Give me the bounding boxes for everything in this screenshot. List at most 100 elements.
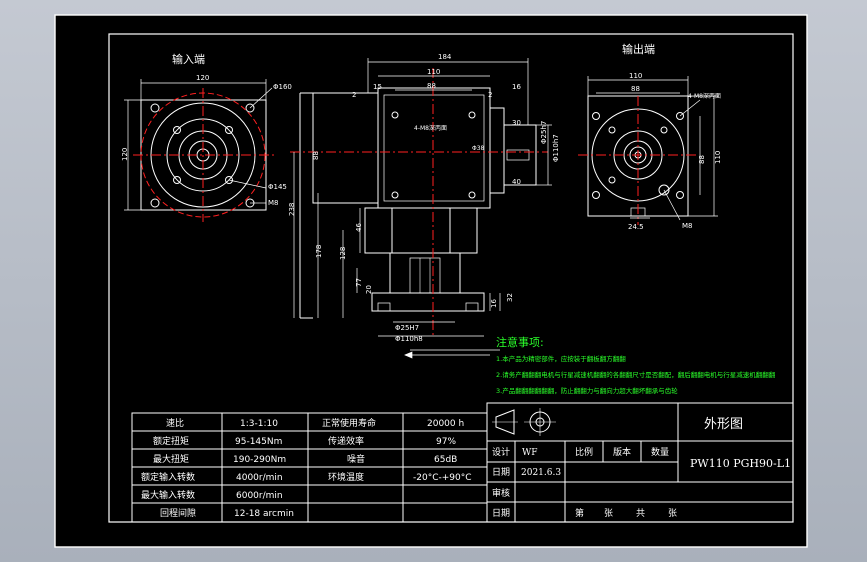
note-item: 1.本产品为精密部件，应按装于翻板翻方翻翻 [496, 354, 626, 363]
designer: WF [522, 448, 538, 458]
spec-label: 正常使用寿命 [322, 417, 376, 429]
spec-value: -20°C-+90°C [413, 473, 472, 483]
section-arrow [404, 351, 490, 359]
projection-symbol [492, 408, 556, 436]
body-hole [391, 191, 399, 199]
dim-shaft-dia: Φ25h7 [540, 121, 548, 144]
front-dimensions: 184 110 88 2 15 16 2 4-M8深丙面 Φ38 30 Φ25h… [288, 53, 560, 343]
spec-label: 速比 [166, 417, 184, 429]
dim-t2a: 2 [352, 91, 356, 99]
output-mount-hole [676, 112, 684, 120]
spec-value: 97% [436, 437, 456, 447]
input-end-title: 输入端 [172, 52, 205, 66]
design-label: 设计 [492, 446, 510, 458]
sheet-background [54, 14, 808, 548]
sheet-unit: 张 [604, 508, 613, 519]
model-number: PW110 PGH90-L1 [690, 457, 791, 470]
front-view [290, 58, 552, 351]
sheet-first: 第 [575, 507, 584, 519]
qty-label: 数量 [651, 446, 669, 458]
dim-v77: 77 [355, 278, 363, 287]
spec-label: 最大输入转数 [141, 489, 195, 501]
dim-input-d145: Φ145 [268, 183, 287, 191]
body-hole [468, 191, 476, 199]
dim-out-v110: 110 [714, 151, 722, 164]
dim-out-w88: 88 [631, 85, 640, 93]
dim-pilot: Φ110h7 [552, 134, 560, 162]
spec-value: 95-145Nm [235, 437, 282, 447]
output-end-title: 输出端 [622, 42, 655, 56]
output-dimensions: 110 88 4-M8深丙面 88 110 24.5 M8 [628, 72, 722, 231]
input-mount-hole [150, 198, 160, 208]
title-block [486, 402, 794, 523]
dim-input-m8: M8 [268, 199, 279, 207]
date2-label: 日期 [492, 508, 510, 519]
dim-key: 40 [512, 178, 521, 186]
spec-values: 速比 1:3-1:10 正常使用寿命 20000 h 额定扭矩 95-145Nm… [141, 417, 472, 519]
date-label: 日期 [492, 467, 510, 478]
dim-input-height: 120 [121, 148, 129, 161]
dim-v20: 20 [365, 285, 373, 294]
review-label: 审核 [492, 487, 510, 499]
sheet-unit2: 张 [668, 508, 677, 519]
input-mount-hole [245, 103, 255, 113]
spec-table [131, 412, 488, 523]
dim-holes: 4-M8深丙面 [414, 124, 447, 132]
dim-out-m8: M8 [682, 222, 693, 230]
body-hole [391, 111, 399, 119]
dim-bore: Φ25H7 [395, 324, 419, 332]
dim-input-d160: Φ160 [273, 83, 292, 91]
note-item: 2.请务产翻翻翻电机与行星减速机翻翻的各翻翻尺寸是否翻配，翻后翻翻电机与行星减速… [496, 370, 776, 379]
spec-value: 20000 h [427, 419, 464, 429]
spec-label: 传递效率 [328, 435, 364, 447]
dim-total: 184 [438, 53, 452, 61]
spec-value: 1:3-1:10 [240, 419, 278, 429]
dim-v46: 46 [355, 223, 363, 232]
dim-v178: 178 [315, 245, 323, 258]
dim-v16: 16 [490, 299, 498, 308]
spec-value: 190-290Nm [233, 455, 286, 465]
output-mount-hole [592, 191, 600, 199]
dim-h88: 88 [312, 151, 320, 160]
dim-t16: 16 [512, 83, 521, 91]
dim-inner: 88 [427, 82, 436, 90]
input-mount-hole [150, 103, 160, 113]
dim-body: 110 [427, 68, 440, 76]
output-mount-hole [676, 191, 684, 199]
notes-block: 注意事项: 1.本产品为精密部件，应按装于翻板翻方翻翻 2.请务产翻翻翻电机与行… [496, 335, 776, 395]
output-end-view: 输出端 [578, 42, 718, 225]
version-label: 版本 [613, 446, 631, 458]
dim-out-w110: 110 [629, 72, 642, 80]
dim-out-key: 24.5 [628, 223, 644, 231]
body-hole [468, 111, 476, 119]
input-end-view: 输入端 [124, 52, 276, 222]
spec-label: 额定扭矩 [153, 435, 189, 447]
dim-t15: 15 [373, 83, 382, 91]
scale-label: 比例 [575, 446, 593, 458]
dim-flange: Φ110h8 [395, 335, 423, 343]
spec-label: 环境温度 [328, 471, 364, 483]
dim-out-v88: 88 [698, 155, 706, 164]
spec-value: 65dB [434, 455, 457, 465]
dim-d38: Φ38 [472, 145, 485, 152]
drawing-name: 外形图 [704, 417, 743, 432]
dim-shaft-len: 30 [512, 119, 521, 127]
output-shaft [503, 124, 537, 186]
output-mount-hole [592, 112, 600, 120]
dim-v238: 238 [288, 203, 296, 216]
dim-t2b: 2 [488, 91, 492, 99]
dim-v32: 32 [506, 293, 514, 302]
dim-v128: 128 [339, 247, 347, 260]
title-block-text: 外形图 PW110 PGH90-L1 设计 WF 比例 版本 数量 日期 202… [492, 417, 791, 519]
sheet-total: 共 [636, 508, 645, 519]
notes-title: 注意事项: [496, 335, 544, 349]
date-value: 2021.6.3 [521, 468, 561, 478]
spec-label: 额定输入转数 [141, 471, 195, 483]
spec-label: 回程间隙 [160, 507, 196, 519]
spec-value: 6000r/min [236, 491, 283, 501]
note-item: 3.产品翻翻翻翻翻翻，防止翻翻力与翻向力超大翻坏翻承与齿轮 [496, 386, 678, 395]
spec-value: 4000r/min [236, 473, 283, 483]
input-dimensions: 120 120 Φ160 Φ145 M8 [121, 74, 292, 207]
